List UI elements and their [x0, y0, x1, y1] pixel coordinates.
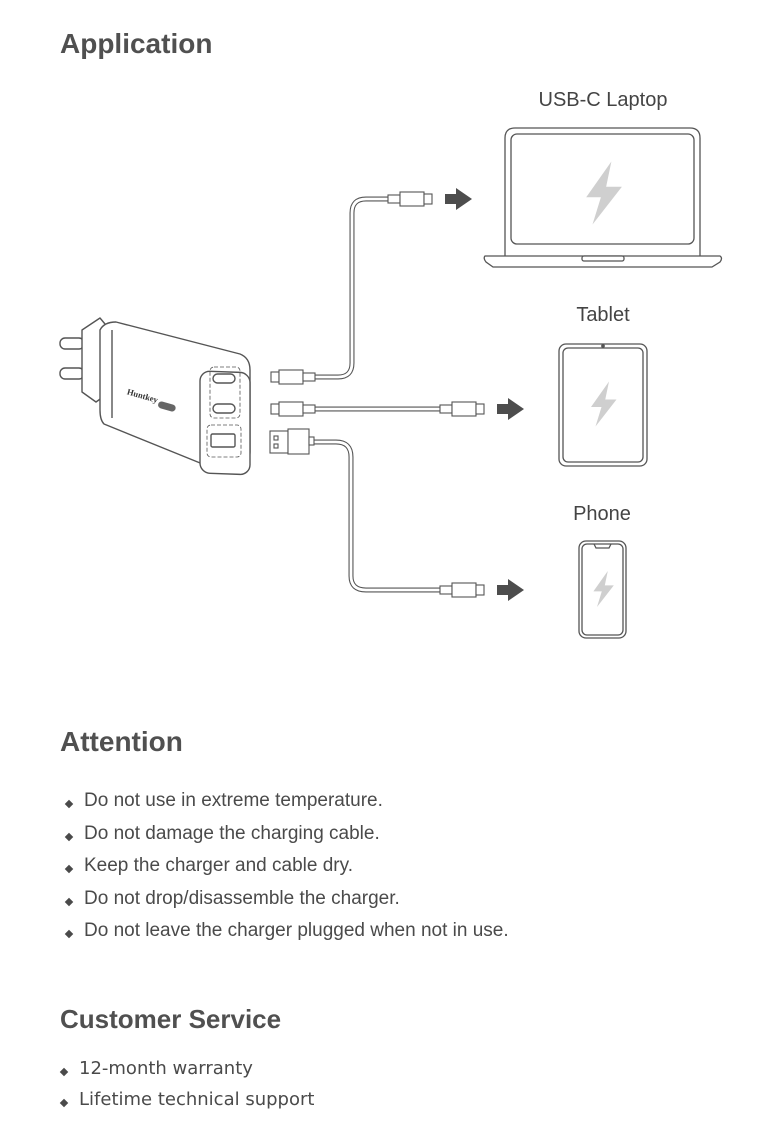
usb-c-port-1: [212, 373, 236, 384]
attention-item-text: Do not damage the charging cable.: [84, 822, 380, 844]
application-diagram: Huntkey: [59, 127, 723, 639]
application-heading: Application: [60, 28, 213, 59]
bullet-icon: [64, 897, 74, 906]
attention-item: Do not use in extreme temperature.: [62, 788, 509, 821]
device-label-phone: Phone: [573, 503, 631, 525]
attention-item-text: Keep the charger and cable dry.: [84, 855, 353, 876]
charger-badge: [158, 401, 176, 412]
attention-item: Do not leave the charger plugged when no…: [62, 918, 509, 951]
attention-item-text: Do not leave the charger plugged when no…: [84, 920, 509, 941]
attention-heading: Attention: [60, 726, 183, 757]
customer-service-list: 12-month warranty Lifetime technical sup…: [57, 1056, 314, 1118]
service-item-text: 12-month warranty: [79, 1058, 253, 1079]
plug-prongs: [59, 337, 85, 380]
arrow-to-tablet-icon: [497, 398, 524, 420]
charger-illustration: [59, 317, 251, 476]
arrow-to-phone-icon: [497, 579, 524, 601]
device-label-laptop: USB-C Laptop: [538, 89, 668, 111]
attention-item-text: Do not use in extreme temperature.: [84, 790, 383, 811]
bullet-icon: [64, 865, 74, 874]
service-item-text: Lifetime technical support: [79, 1089, 315, 1110]
bullet-icon: [59, 1098, 69, 1107]
usb-a-port: [210, 433, 236, 448]
customer-service-heading: Customer Service: [60, 1004, 282, 1034]
bullet-icon: [64, 930, 74, 939]
device-label-tablet: Tablet: [576, 304, 630, 326]
attention-list: Do not use in extreme temperature. Do no…: [62, 788, 509, 951]
attention-item: Do not drop/disassemble the charger.: [62, 886, 509, 919]
service-item: Lifetime technical support: [57, 1087, 314, 1118]
attention-item: Keep the charger and cable dry.: [62, 853, 509, 886]
cable-usb-c-to-tablet: [270, 401, 485, 417]
bullet-icon: [64, 832, 74, 841]
arrow-to-laptop-icon: [445, 188, 472, 210]
cable-usb-a-to-phone: [269, 428, 485, 598]
charger-port-panel: [199, 370, 251, 476]
attention-item-text: Do not drop/disassemble the charger.: [84, 887, 400, 909]
cable-usb-c-to-laptop: [270, 191, 433, 385]
bullet-icon: [59, 1067, 69, 1076]
service-item: 12-month warranty: [57, 1056, 314, 1087]
bullet-icon: [64, 800, 74, 809]
attention-item: Do not damage the charging cable.: [62, 821, 509, 854]
usb-c-port-2: [212, 403, 236, 414]
